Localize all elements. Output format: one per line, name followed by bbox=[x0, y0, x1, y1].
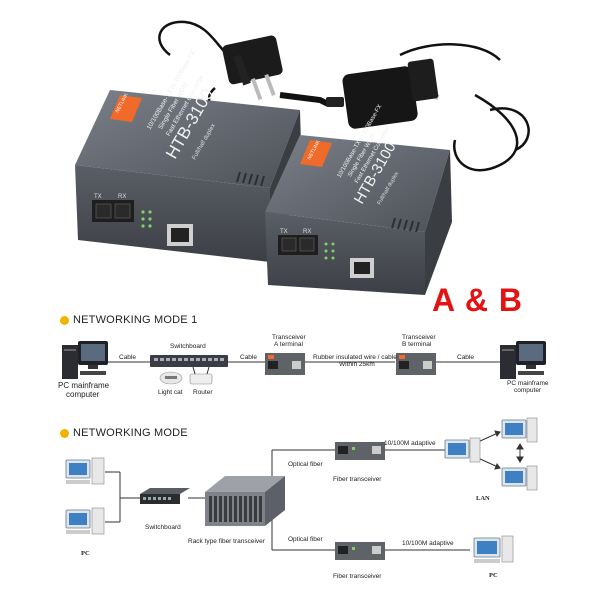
transceiver-b-label-2: B terminal bbox=[402, 341, 432, 348]
pc-right-label: PC bbox=[489, 572, 498, 579]
transceiver-a-label-1: Transceiver bbox=[272, 334, 306, 341]
fiber-transceiver-bottom-label: Fiber transceiver bbox=[333, 573, 382, 580]
light-cat-label: Light cat bbox=[158, 389, 183, 396]
mode1-pc2-label-2: computer bbox=[514, 387, 542, 394]
transceiver-b-label-1: Transceiver bbox=[402, 334, 436, 341]
optical-fiber-top-label: Optical fiber bbox=[288, 461, 323, 468]
adaptive-bottom-label: 10/100M adaptive bbox=[402, 540, 454, 547]
pc-icon bbox=[65, 457, 105, 485]
light-cat-icon bbox=[159, 371, 183, 385]
transceiver-a-label-2: A terminal bbox=[274, 341, 303, 348]
section-bullet bbox=[60, 429, 69, 438]
transceiver-b-icon bbox=[396, 353, 436, 375]
cable-label: Cable bbox=[457, 354, 474, 361]
rx-label: RX bbox=[303, 229, 311, 235]
mode1-title: NETWORKING MODE 1 bbox=[73, 314, 198, 326]
converter-b: NETLINK 10/100Base-TX to 100Base-FX Sing… bbox=[265, 104, 452, 295]
transceiver-a-icon bbox=[265, 353, 305, 375]
power-adapter-left bbox=[158, 20, 344, 115]
lan-label: LAN bbox=[476, 495, 490, 502]
pc-left-label: PC bbox=[81, 550, 90, 557]
rack-label: Rack type fiber transceiver bbox=[188, 538, 265, 545]
rx-label: RX bbox=[118, 194, 126, 200]
switchboard-label: Switchboard bbox=[145, 524, 181, 531]
section-bullet bbox=[60, 316, 69, 325]
fiber-label-2: Within 25km bbox=[339, 361, 375, 368]
tx-label: TX bbox=[280, 229, 288, 235]
tx-label: TX bbox=[94, 194, 102, 200]
mode1-pc-label-1: PC mainframe bbox=[58, 381, 110, 390]
switchboard-label: Switchboard bbox=[170, 343, 206, 350]
power-adapter-right bbox=[342, 43, 530, 172]
product-illustration: NETLINK 10/100Base-TX to 100Base-FX Sing… bbox=[75, 20, 530, 295]
lan-pc-icon bbox=[501, 465, 538, 491]
fiber-transceiver-icon bbox=[335, 442, 385, 460]
mode2-diagram bbox=[65, 417, 538, 563]
adaptive-top-label: 10/100M adaptive bbox=[384, 440, 436, 447]
pc-icon bbox=[473, 535, 514, 563]
pc-mainframe-right-icon bbox=[500, 341, 546, 379]
pc-mainframe-left-icon bbox=[62, 341, 108, 379]
router-label: Router bbox=[193, 389, 213, 396]
fiber-transceiver-icon bbox=[335, 542, 385, 560]
optical-fiber-bottom-label: Optical fiber bbox=[288, 536, 323, 543]
rack-transceiver-icon bbox=[205, 476, 285, 526]
product-photo: NETLINK 10/100Base-TX to 100Base-FX Sing… bbox=[75, 20, 530, 295]
lan-pc-icon bbox=[444, 437, 481, 463]
mode1-pc2-label-1: PC mainframe bbox=[507, 380, 549, 387]
mode1-pc-label-2: computer bbox=[66, 390, 100, 399]
router-icon bbox=[189, 366, 213, 385]
lan-pc-icon bbox=[501, 417, 538, 443]
switchboard-icon bbox=[140, 488, 190, 504]
fiber-label-1: Rubber insulated wire / cable bbox=[313, 354, 397, 361]
pc-icon bbox=[65, 507, 105, 535]
cable-label: Cable bbox=[240, 354, 257, 361]
mode2-title: NETWORKING MODE bbox=[73, 427, 188, 439]
cable-label: Cable bbox=[119, 354, 136, 361]
mode1-diagram bbox=[62, 341, 546, 385]
ab-badge: A & B bbox=[432, 282, 523, 318]
fiber-transceiver-top-label: Fiber transceiver bbox=[333, 476, 382, 483]
switchboard-icon bbox=[150, 355, 228, 367]
